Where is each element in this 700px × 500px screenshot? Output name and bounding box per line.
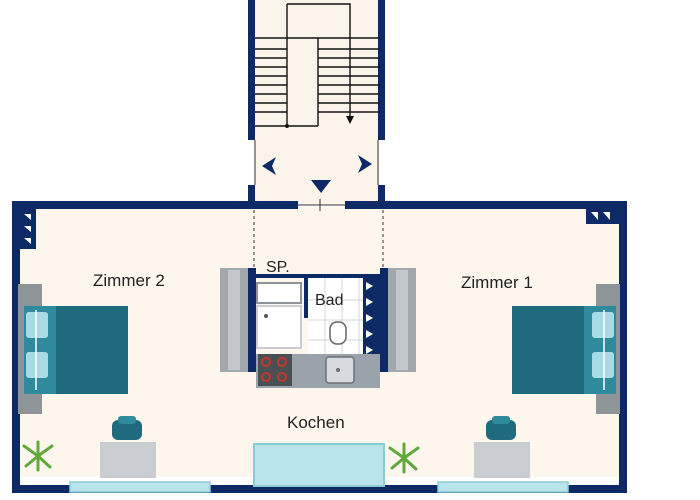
direction-arrow-icon [262,155,372,193]
toilet-icon [329,321,347,345]
plant-icon [388,442,420,474]
shower-icon [256,305,302,349]
stove-icon [261,357,287,382]
window [69,481,569,493]
interior-walls [248,268,388,372]
bed-icon [18,284,128,414]
room-label-kochen: Kochen [287,413,345,432]
staircase [255,3,380,127]
kitchen-counter [256,354,380,388]
exterior-walls [12,201,627,493]
wardrobe-icon [220,268,416,372]
bed-icon [512,284,620,414]
kitchen-window [253,443,385,487]
room-label-zimmer-1: Zimmer 1 [461,273,533,292]
room-label-sp: SP. [266,259,290,276]
desk-chair-icon [474,416,530,478]
storage-box [256,282,302,304]
room-label-bad: Bad [315,292,344,309]
radiator-slats [24,212,610,354]
plant-icon [22,440,54,472]
desk-chair-icon [100,416,156,478]
sink-icon [325,356,355,384]
stair-start-dot [285,124,289,128]
room-label-zimmer-2: Zimmer 2 [93,271,165,290]
door-marks [253,140,384,268]
stairwell-walls [248,0,385,209]
stair-arrow-icon [346,116,354,124]
